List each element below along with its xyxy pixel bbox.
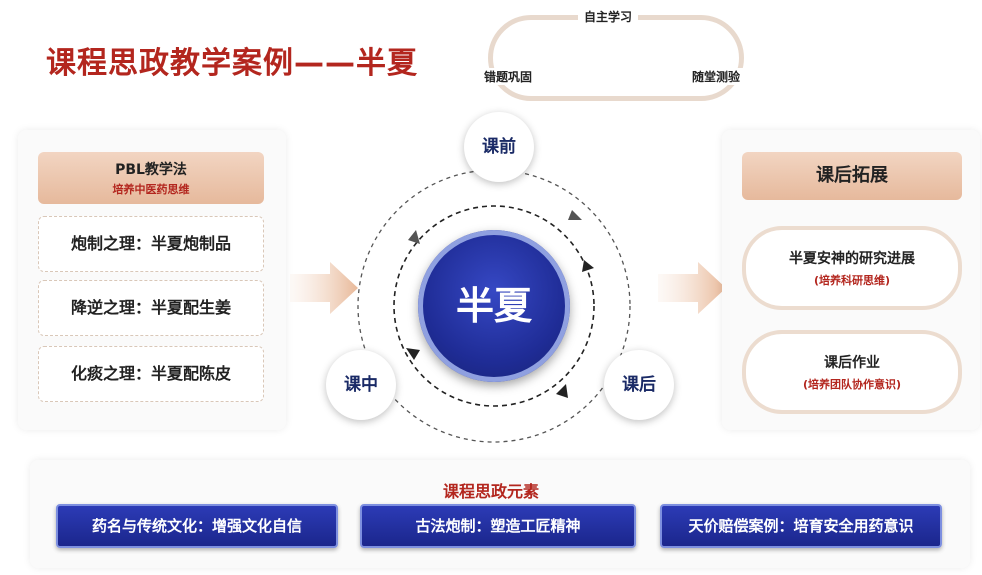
class-quiz-label: 随堂测验: [686, 68, 747, 85]
stage-after-class: 课后: [604, 350, 674, 420]
pbl-header: PBL教学法 培养中医药思维: [38, 152, 264, 204]
extension-item-research-title: 半夏安神的研究进展: [789, 251, 915, 267]
method-item-2: 降逆之理：半夏配生姜: [38, 280, 264, 336]
arrow-right-icon-2: [658, 262, 726, 314]
method-item-1: 炮制之理：半夏炮制品: [38, 216, 264, 272]
extension-item-homework: 课后作业 (培养团队协作意识): [742, 330, 962, 414]
pbl-subtitle: 培养中医药思维: [112, 183, 190, 196]
page-title: 课程思政教学案例——半夏: [46, 46, 418, 81]
wrong-question-review-label: 错题巩固: [478, 68, 539, 85]
stage-before-class: 课前: [464, 112, 534, 182]
element-drug-safety: 天价赔偿案例：培育安全用药意识: [660, 504, 942, 548]
stage-in-class: 课中: [326, 350, 396, 420]
extension-item-homework-title: 课后作业: [824, 355, 880, 371]
core-herb-circle: 半夏: [418, 230, 570, 382]
arrow-right-icon: [290, 262, 358, 314]
method-item-3: 化痰之理：半夏配陈皮: [38, 346, 264, 402]
extension-header: 课后拓展: [742, 152, 962, 200]
element-craftsmanship: 古法炮制：塑造工匠精神: [360, 504, 636, 548]
element-culture: 药名与传统文化：增强文化自信: [56, 504, 338, 548]
extension-item-homework-sub: (培养团队协作意识): [802, 378, 902, 391]
extension-item-research: 半夏安神的研究进展 (培养科研思维): [742, 226, 962, 310]
extension-item-research-sub: (培养科研思维): [813, 274, 891, 287]
self-study-loop: [488, 15, 744, 101]
self-study-label: 自主学习: [578, 8, 639, 25]
pbl-method: PBL教学法: [115, 162, 187, 178]
ideology-elements-title: 课程思政元素: [442, 482, 539, 501]
